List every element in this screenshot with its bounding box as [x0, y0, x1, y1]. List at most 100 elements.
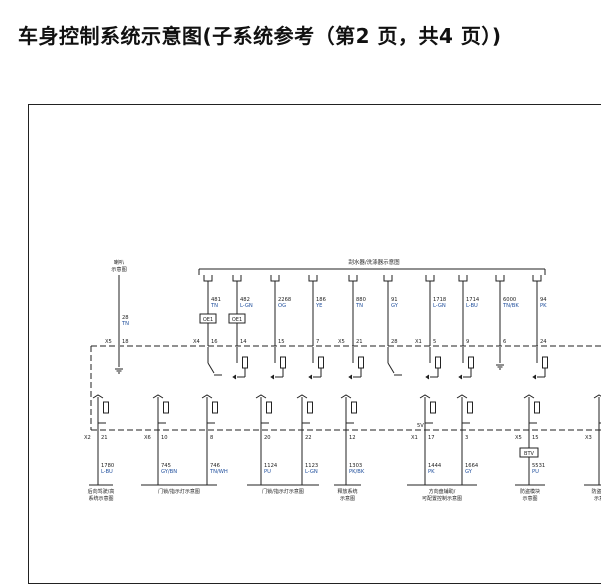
bottom-arrow-2	[201, 394, 213, 399]
top-terminal-1	[232, 275, 242, 282]
bottom-arrow-7	[456, 394, 468, 399]
top-arrowhead-6	[425, 374, 430, 380]
top-pin-1: 14	[240, 339, 247, 345]
bottom-color-7: GY	[465, 469, 473, 475]
top-terminal-6	[425, 275, 435, 282]
left-ref-circuit: 28	[122, 315, 129, 321]
top-pin-6: 5	[433, 339, 436, 345]
bottom-conn-6: X1	[411, 435, 418, 441]
top-circuit-6: 1718	[433, 297, 446, 303]
bottom-arrow-6	[419, 394, 431, 399]
bottom-color-8: PU	[532, 469, 539, 475]
bottom-group-label-4: 方向盘辅助/	[429, 488, 456, 495]
page-title: 车身控制系统示意图(子系统参考（第2 页，共4 页）)	[18, 24, 502, 48]
top-arrowhead-4	[348, 374, 353, 380]
bottom-circuit-3: 1124	[264, 463, 278, 469]
top-resistor-1	[242, 356, 248, 369]
top-arrowhead-7	[458, 374, 463, 380]
bottom-group-label-3: 释放系统	[337, 488, 357, 495]
top-color-9: PK	[540, 303, 547, 309]
bottom-group-label-6: 防盗系统	[591, 488, 601, 495]
bottom-color-6: PK	[428, 469, 435, 475]
top-arrowhead-2	[270, 374, 275, 380]
top-arrowhead-9	[532, 374, 537, 380]
bottom-group-sublabel-4: 可配置控制示意图	[422, 495, 462, 502]
top-color-7: L-BU	[466, 303, 478, 309]
bottom-conn-1: X6	[144, 435, 151, 441]
bottom-box-label-8: BTV	[524, 451, 534, 457]
bottom-resistor-7	[467, 401, 473, 414]
bottom-group-label-2: 门锁/指示灯示意图	[262, 488, 304, 495]
bottom-resistor-8	[534, 401, 540, 414]
top-circuit-9: 94	[540, 297, 547, 303]
top-terminal-2	[270, 275, 280, 282]
top-box-1	[228, 313, 246, 324]
bottom-circuit-4: 1123	[305, 463, 318, 469]
bottom-arrow-0	[92, 394, 104, 399]
top-color-4: TN	[355, 303, 363, 309]
bottom-color-1: GY/BN	[161, 469, 177, 475]
bottom-arrow-8	[523, 394, 535, 399]
left-ref-label-2: 示意图	[111, 265, 127, 273]
top-box-0	[199, 313, 217, 324]
top-terminal-8	[495, 275, 505, 282]
bottom-resistor-4	[307, 401, 313, 414]
top-resistor-2	[280, 356, 286, 369]
left-top-conn: X5	[105, 339, 112, 345]
bottom-pin-0: 21	[101, 435, 108, 441]
top-color-2: OG	[278, 303, 286, 309]
bottom-arrow-9	[593, 394, 601, 399]
left-ref-color: TN	[121, 321, 129, 327]
top-pin-0: 16	[211, 339, 218, 345]
bottom-pin-6: 17	[428, 435, 435, 441]
diagram-marks	[92, 275, 601, 458]
top-circuit-4: 880	[356, 297, 366, 303]
top-arrowhead-3	[308, 374, 313, 380]
bottom-arrow-5	[340, 394, 352, 399]
bottom-resistor-5	[351, 401, 357, 414]
bottom-conn-8: X5	[515, 435, 522, 441]
bottom-pin-7: 3	[465, 435, 468, 441]
bottom-group-label-5: 防盗模块	[520, 488, 540, 495]
top-color-3: YE	[315, 303, 322, 309]
bottom-circuit-7: 1664	[465, 463, 479, 469]
bottom-arrow-1	[152, 394, 164, 399]
static-lines	[89, 268, 601, 486]
top-pin-2: 15	[278, 339, 285, 345]
bottom-resistor-6	[430, 401, 436, 414]
top-color-1: L-GN	[240, 303, 253, 309]
top-terminal-9	[532, 275, 542, 282]
bottom-pin-4: 22	[305, 435, 312, 441]
left-top-pin: 18	[122, 339, 129, 345]
bottom-circuit-8: 5531	[532, 463, 545, 469]
top-pin-9: 24	[540, 339, 547, 345]
bottom-resistor-2	[212, 401, 218, 414]
bottom-group-label-0: 后向驾驶/高	[88, 488, 115, 495]
bottom-pin-2: 8	[210, 435, 213, 441]
top-pin-3: 7	[316, 339, 319, 345]
top-switch-0	[207, 362, 215, 374]
top-pin-4: 21	[356, 339, 363, 345]
top-circuit-0: 481	[211, 297, 221, 303]
bottom-circuit-5: 1303	[349, 463, 362, 469]
left-ref-label-1: 喇叭	[114, 258, 124, 266]
bottom-pin-8: 15	[532, 435, 539, 441]
top-arrowhead-1	[232, 374, 237, 380]
left-ref-ground	[115, 368, 123, 374]
top-color-0: TN	[210, 303, 218, 309]
top-ground-8	[496, 364, 504, 370]
top-terminal-3	[308, 275, 318, 282]
bottom-conn-9: X3	[585, 435, 592, 441]
bottom-arrow-4	[296, 394, 308, 399]
bottom-resistor-1	[163, 401, 169, 414]
top-resistor-9	[542, 356, 548, 369]
bottom-group-label-1: 门锁/指示灯示意图	[158, 488, 200, 495]
top-resistor-6	[435, 356, 441, 369]
top-conn-6: X1	[415, 339, 422, 345]
bottom-circuit-0: 1780	[101, 463, 114, 469]
bottom-arrow-3	[255, 394, 267, 399]
top-terminal-5	[383, 275, 393, 282]
bottom-color-0: L-BU	[101, 469, 113, 475]
